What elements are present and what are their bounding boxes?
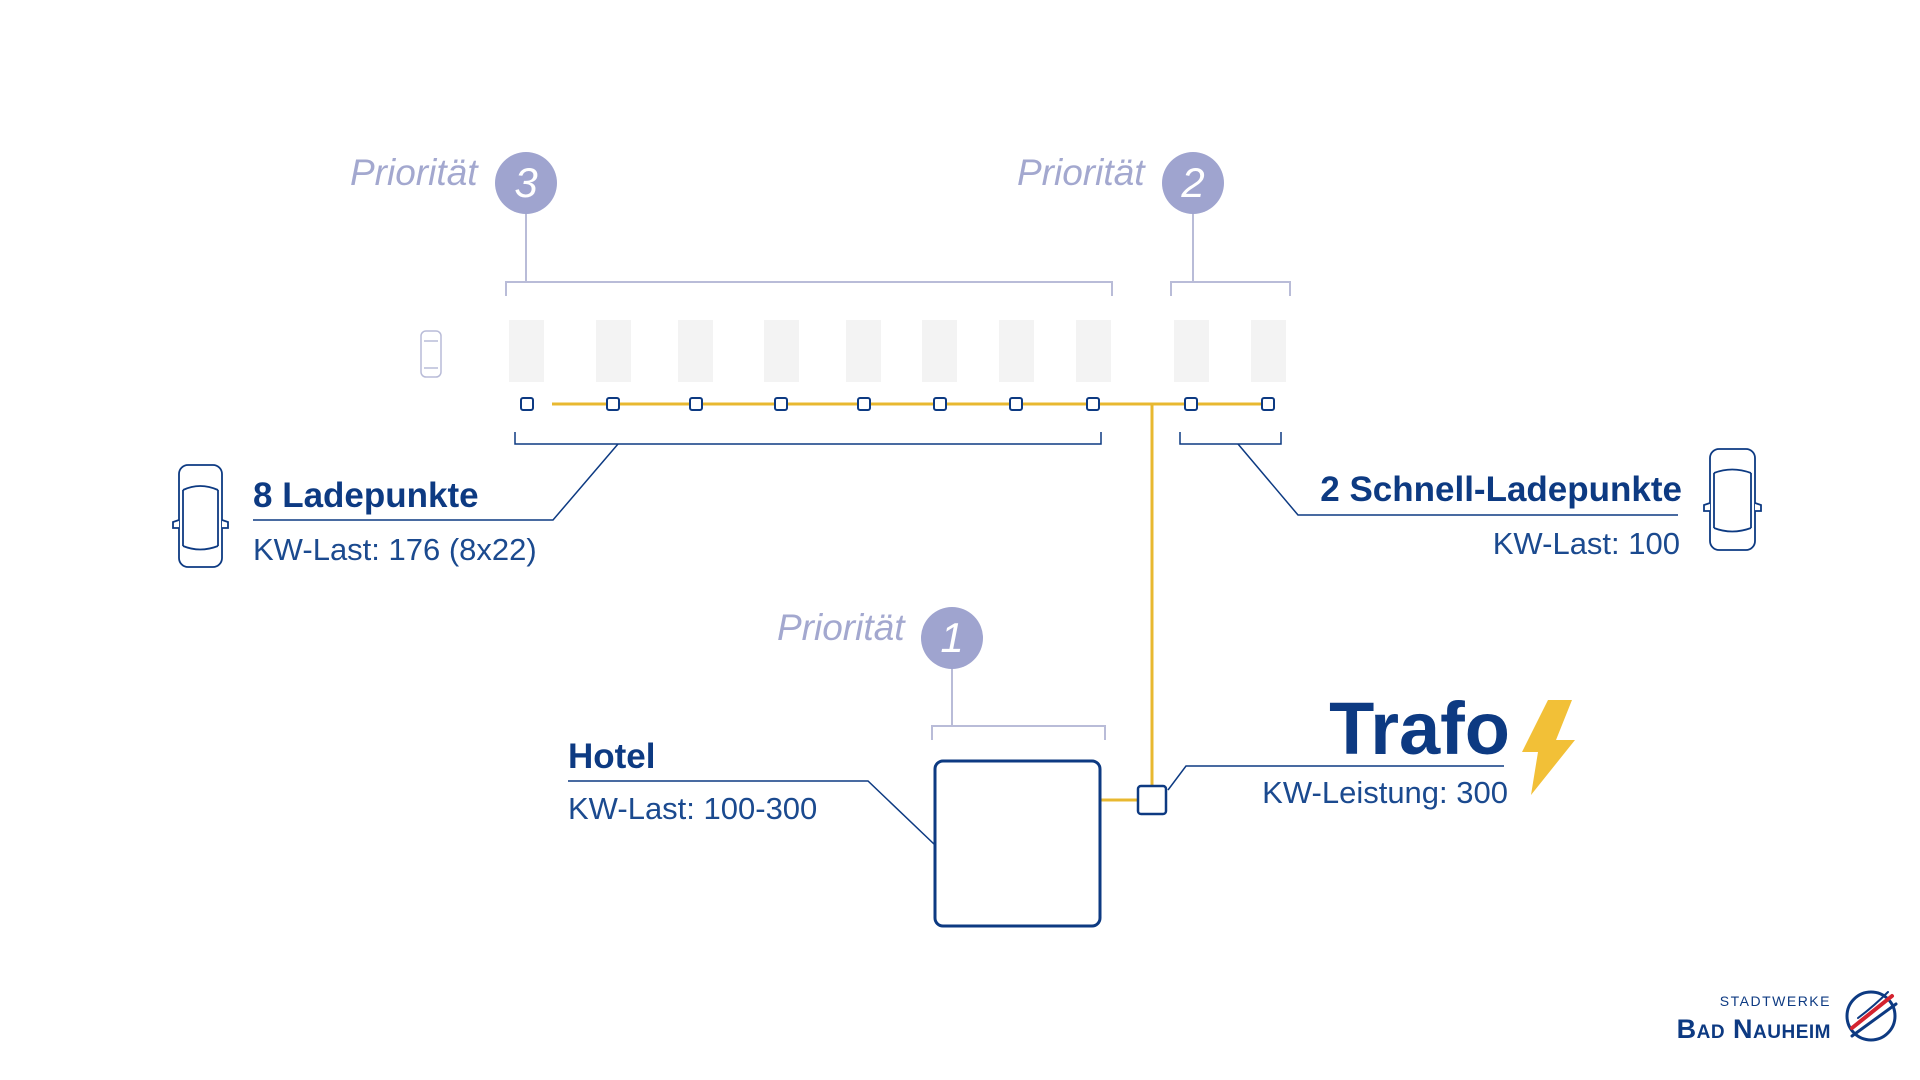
parking-slots — [509, 320, 1286, 382]
hotel-load: KW-Last: 100-300 — [568, 791, 818, 826]
parking-slot — [764, 320, 799, 382]
parking-slot — [1174, 320, 1209, 382]
car-icon — [172, 464, 229, 568]
priority-3-bracket — [505, 281, 1113, 296]
charging-connector — [1086, 397, 1100, 411]
car-icon — [420, 330, 442, 378]
charging-connector — [520, 397, 534, 411]
charging-connector — [1261, 397, 1275, 411]
parking-slot — [846, 320, 881, 382]
schnell-leader — [1237, 443, 1678, 516]
logo-line-2: Bad Nauheim — [1676, 1014, 1831, 1044]
priority-2-label: Priorität — [1017, 152, 1145, 193]
stadtwerke-logo-icon — [1845, 990, 1898, 1042]
trafo-power: KW-Leistung: 300 — [1262, 775, 1508, 810]
ladepunkte-title: 8 Ladepunkte — [253, 476, 479, 515]
hotel-building — [933, 759, 1102, 928]
parking-slot — [596, 320, 631, 382]
car-icon — [1703, 448, 1762, 551]
priority-1-bracket — [931, 725, 1106, 740]
parking-slot — [1251, 320, 1286, 382]
lightning-icon — [1522, 700, 1575, 795]
trafo-title: Trafo — [1329, 687, 1510, 770]
parking-slot — [1076, 320, 1111, 382]
ladepunkte-bracket — [514, 432, 1102, 445]
schnell-title: 2 Schnell-Ladepunkte — [1320, 470, 1682, 509]
charging-connector — [857, 397, 871, 411]
ladepunkte-load: KW-Last: 176 (8x22) — [253, 532, 537, 567]
hotel-leader — [568, 780, 936, 846]
parking-slot — [678, 320, 713, 382]
schnell-bracket — [1179, 432, 1282, 445]
charging-connector — [1009, 397, 1023, 411]
ladepunkte-leader — [253, 443, 619, 521]
priority-1-label: Priorität — [777, 607, 905, 648]
priority-2-bracket — [1170, 281, 1291, 296]
parking-slot — [509, 320, 544, 382]
parking-slot — [922, 320, 957, 382]
logo-line-1: Stadtwerke — [1719, 989, 1831, 1011]
schnell-load: KW-Last: 100 — [1492, 526, 1680, 561]
charging-connector — [774, 397, 788, 411]
charging-connectors — [520, 397, 1275, 411]
priority-3-badge: 3 — [495, 152, 557, 214]
trafo-box — [1136, 784, 1168, 816]
power-cables — [552, 402, 1262, 802]
priority-1-badge: 1 — [921, 607, 983, 669]
charging-connector — [1184, 397, 1198, 411]
charging-connector — [689, 397, 703, 411]
priority-2-badge: 2 — [1162, 152, 1224, 214]
trafo-leader — [1167, 765, 1504, 791]
priority-3-label: Priorität — [350, 152, 478, 193]
hotel-title: Hotel — [568, 737, 656, 776]
charging-connector — [933, 397, 947, 411]
parking-slot — [999, 320, 1034, 382]
charging-connector — [606, 397, 620, 411]
